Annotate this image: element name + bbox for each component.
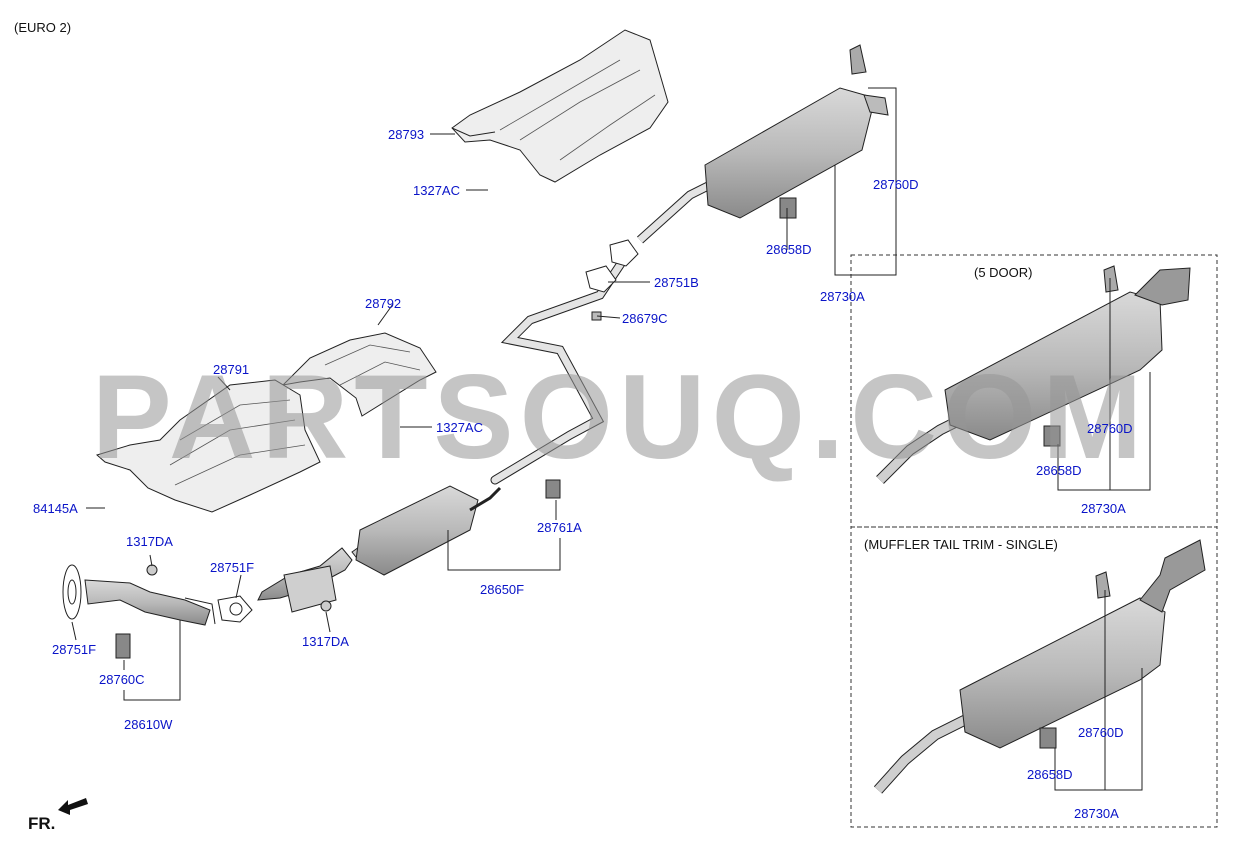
part-label-28792[interactable]: 28792 xyxy=(365,296,402,311)
inset2-label-28658D[interactable]: 28658D xyxy=(1027,767,1073,782)
front-direction-label: FR. xyxy=(28,814,56,833)
heat-shield-28793 xyxy=(451,29,669,183)
gasket-28751F xyxy=(217,595,253,623)
inset-title-5door: (5 DOOR) xyxy=(974,265,1033,280)
leader-lines xyxy=(71,87,1151,791)
inset-muffler-single-tail xyxy=(873,539,1206,794)
part-label-1327AC[interactable]: 1327AC xyxy=(413,183,460,198)
inset1-label-28760D[interactable]: 28760D xyxy=(1087,421,1133,436)
part-label-28761A[interactable]: 28761A xyxy=(537,520,582,535)
heat-shield-28791 xyxy=(95,379,321,513)
part-label-28751B[interactable]: 28751B xyxy=(654,275,699,290)
inset1-label-28658D[interactable]: 28658D xyxy=(1036,463,1082,478)
inset-title-single-tail: (MUFFLER TAIL TRIM - SINGLE) xyxy=(864,537,1058,552)
front-arrow-icon xyxy=(58,798,88,815)
part-label-28760D[interactable]: 28760D xyxy=(873,177,919,192)
part-label-28679C[interactable]: 28679C xyxy=(622,311,668,326)
part-label-28658D[interactable]: 28658D xyxy=(766,242,812,257)
inset2-label-28730A[interactable]: 28730A xyxy=(1074,806,1119,821)
inset-muffler-5door xyxy=(876,265,1191,484)
variant-header: (EURO 2) xyxy=(14,20,72,35)
part-label-28730A[interactable]: 28730A xyxy=(820,289,865,304)
part-label-84145A[interactable]: 84145A xyxy=(33,501,78,516)
part-label-1317DA[interactable]: 1317DA xyxy=(302,634,349,649)
part-label-28791[interactable]: 28791 xyxy=(213,362,250,377)
part-label-28610W[interactable]: 28610W xyxy=(124,717,173,732)
heat-shield-28792 xyxy=(281,332,437,417)
center-muffler-28650F xyxy=(351,485,502,576)
part-label-28751F[interactable]: 28751F xyxy=(210,560,255,575)
gasket-28751B xyxy=(585,239,639,293)
part-label-1317DA[interactable]: 1317DA xyxy=(126,534,173,549)
part-label-28760C[interactable]: 28760C xyxy=(99,672,145,687)
part-label-28650F[interactable]: 28650F xyxy=(480,582,525,597)
inset-frame-single-tail xyxy=(850,526,1218,828)
inset1-label-28730A[interactable]: 28730A xyxy=(1081,501,1126,516)
part-label-28751F[interactable]: 28751F xyxy=(52,642,97,657)
inset2-label-28760D[interactable]: 28760D xyxy=(1078,725,1124,740)
part-label-28793[interactable]: 28793 xyxy=(388,127,425,142)
hanger-28761A xyxy=(545,479,561,499)
rear-muffler-28730A xyxy=(636,44,889,244)
part-label-1327AC[interactable]: 1327AC xyxy=(436,420,483,435)
front-pipe-28610W xyxy=(62,564,216,659)
catalytic-converter xyxy=(257,547,353,613)
